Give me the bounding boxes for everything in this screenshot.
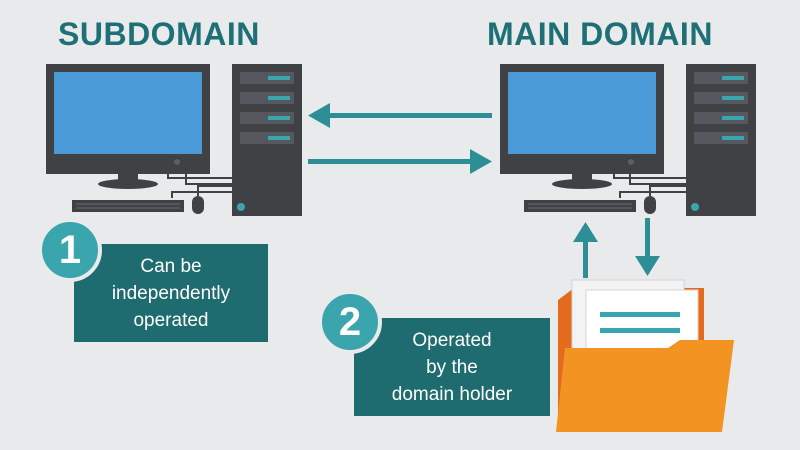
callout-1-line-2: independently — [111, 282, 231, 304]
callout-1-line-1: Can be — [140, 255, 202, 277]
subdomain-computer-icon — [46, 64, 232, 214]
main-computer-icon — [500, 64, 686, 214]
callout-operated-by-domain-holder: Operated by the domain holder — [354, 318, 550, 416]
step-1-badge: 1 — [38, 218, 102, 282]
callout-2-line-1: Operated — [412, 329, 492, 351]
subdomain-heading: SUBDOMAIN — [58, 16, 260, 52]
main-domain-heading: MAIN DOMAIN — [487, 16, 713, 52]
callout-2-line-2: by the — [426, 356, 478, 378]
arrow-main-to-subdomain — [308, 103, 492, 128]
arrow-subdomain-to-main — [308, 149, 492, 174]
folder-icon — [556, 279, 734, 432]
arrow-down-from-main — [635, 218, 660, 276]
subdomain-server-tower-icon — [232, 64, 302, 216]
callout-1-line-3: operated — [133, 309, 209, 331]
main-server-tower-icon — [686, 64, 756, 216]
callout-independently-operated: Can be independently operated — [74, 244, 268, 342]
callout-2-line-3: domain holder — [391, 383, 513, 405]
arrow-up-to-main — [573, 222, 598, 278]
step-2-badge: 2 — [318, 290, 382, 354]
